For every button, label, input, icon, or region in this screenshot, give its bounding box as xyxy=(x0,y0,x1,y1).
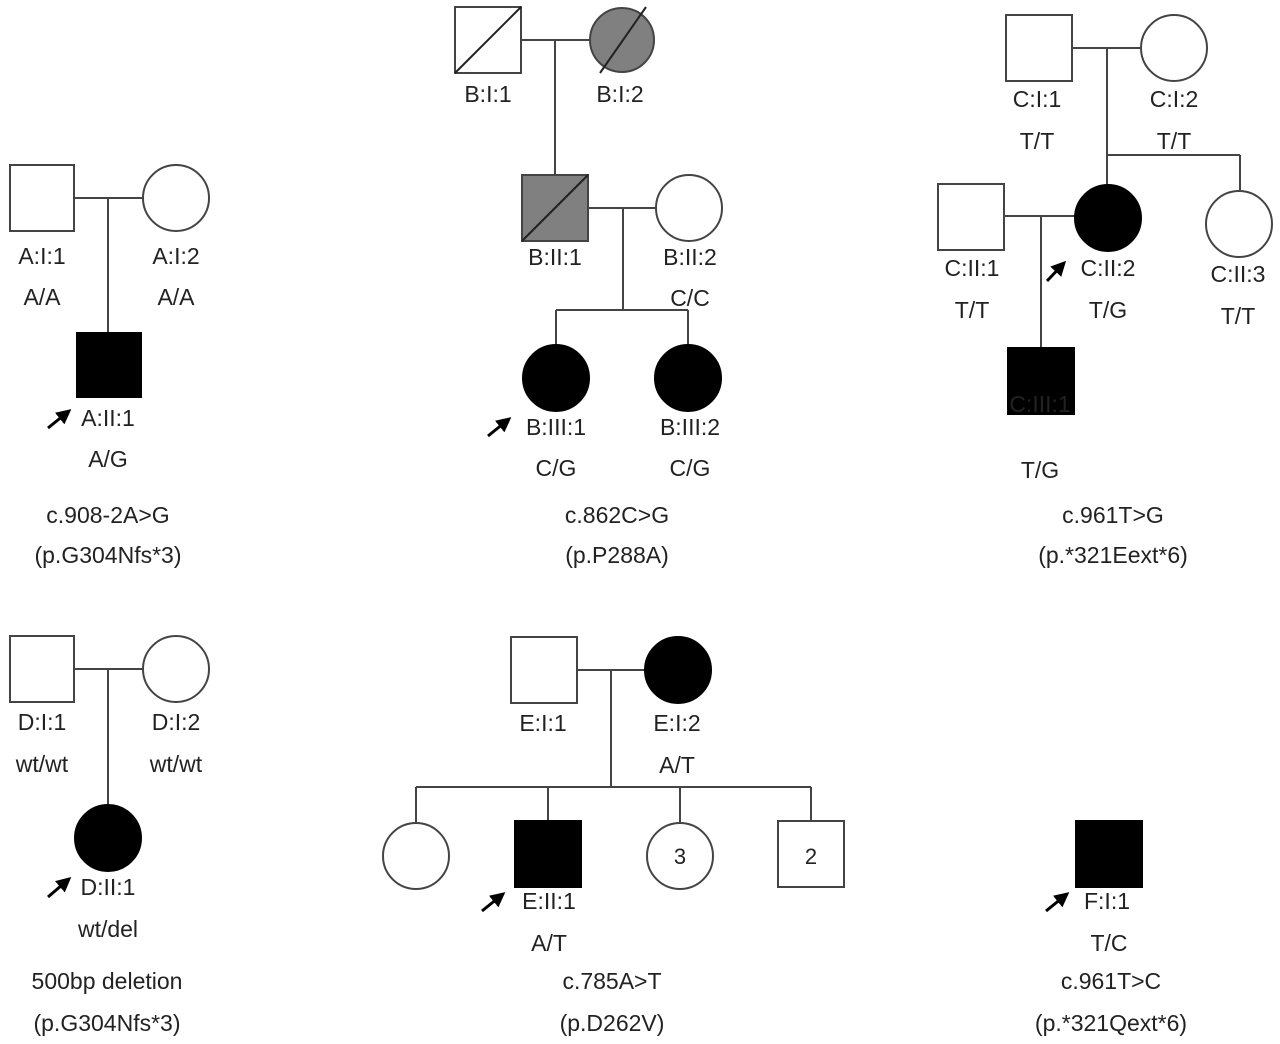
label-id: C:II:3 xyxy=(1211,261,1266,287)
family-d: D:I:1 wt/wt D:I:2 wt/wt D:II:1 wt/del 50… xyxy=(9,635,210,1036)
label-id: C:III:1 xyxy=(1009,391,1070,417)
label-id: E:I:2 xyxy=(653,710,700,736)
family-b: B:I:1 B:I:2 B:II:1 B:II:2 C/C B:III:1 C/… xyxy=(454,6,723,568)
family-e: 3 2 E:I:1 E:I:2 A/T E:II:1 A/T c.785A>T … xyxy=(382,636,845,1036)
label-genotype: A/G xyxy=(88,446,128,472)
variant-label: c.961T>C xyxy=(1061,968,1161,994)
label-genotype: T/T xyxy=(1020,128,1055,154)
label-id: D:I:2 xyxy=(152,709,201,735)
sibling-count: 2 xyxy=(805,844,817,869)
label-genotype: C/G xyxy=(536,455,577,481)
symbol-C-II-1 xyxy=(937,183,1005,251)
label-id: A:II:1 xyxy=(81,405,135,431)
label-genotype: T/C xyxy=(1090,930,1127,956)
proband-arrow xyxy=(481,892,506,913)
symbol-B-III-1 xyxy=(522,344,590,412)
proband-arrow xyxy=(1045,260,1067,283)
proband-arrow xyxy=(47,409,72,430)
label-genotype: T/T xyxy=(955,297,990,323)
label-genotype: A/T xyxy=(659,752,695,778)
label-genotype: A/A xyxy=(23,284,61,310)
label-id: B:II:1 xyxy=(528,244,582,270)
variant-label: c.785A>T xyxy=(562,968,661,994)
label-genotype: T/G xyxy=(1089,297,1127,323)
label-id: B:II:2 xyxy=(663,244,717,270)
symbol-C-II-2 xyxy=(1074,184,1142,252)
proband-arrow xyxy=(47,877,72,899)
variant-label: c.908-2A>G xyxy=(46,502,169,528)
variant-label: c.961T>G xyxy=(1062,502,1164,528)
label-id: B:I:2 xyxy=(596,81,643,107)
symbol-A-I-2 xyxy=(142,164,210,232)
symbol-sibling-female xyxy=(382,822,450,890)
symbol-A-I-1 xyxy=(9,164,75,232)
family-a: A:I:1 A/A A:I:2 A/A A:II:1 A/G c.908-2A>… xyxy=(9,164,210,568)
protein-label: (p.P288A) xyxy=(565,542,669,568)
label-id: C:II:2 xyxy=(1081,255,1136,281)
symbol-E-I-2 xyxy=(644,636,712,704)
label-id: A:I:1 xyxy=(18,243,65,269)
label-id: C:I:2 xyxy=(1150,86,1199,112)
label-id: E:I:1 xyxy=(519,710,566,736)
symbol-C-I-2 xyxy=(1140,14,1208,82)
label-genotype: T/T xyxy=(1157,128,1192,154)
protein-label: (p.*321Qext*6) xyxy=(1035,1010,1187,1036)
symbol-D-I-1 xyxy=(9,635,75,703)
variant-label: c.862C>G xyxy=(565,502,669,528)
label-id: A:I:2 xyxy=(152,243,199,269)
symbol-C-II-3 xyxy=(1205,190,1273,258)
label-genotype: wt/wt xyxy=(15,751,69,777)
label-id: E:II:1 xyxy=(522,888,576,914)
label-genotype: wt/del xyxy=(77,916,138,942)
label-genotype: wt/wt xyxy=(149,751,203,777)
label-id: D:II:1 xyxy=(81,874,136,900)
symbol-C-I-1 xyxy=(1005,14,1073,82)
variant-label: 500bp deletion xyxy=(32,968,183,994)
proband-arrow xyxy=(487,417,512,438)
symbol-E-I-1 xyxy=(510,636,578,704)
protein-label: (p.G304Nfs*3) xyxy=(33,1010,180,1036)
symbol-siblings-female-group xyxy=(646,822,714,890)
deceased-slash xyxy=(454,6,522,74)
label-id: B:III:2 xyxy=(660,414,720,440)
label-genotype: A/T xyxy=(531,930,567,956)
label-genotype: T/G xyxy=(1021,457,1059,483)
symbol-A-II-1 xyxy=(76,332,142,398)
sibling-count: 3 xyxy=(674,844,686,869)
deceased-slash xyxy=(599,6,647,74)
label-id: C:I:1 xyxy=(1013,86,1062,112)
proband-arrow xyxy=(1045,892,1070,913)
deceased-slash xyxy=(521,174,589,242)
label-genotype: C/G xyxy=(670,455,711,481)
symbol-C-III-1 xyxy=(1007,347,1075,415)
symbol-D-I-2 xyxy=(142,635,210,703)
label-id: B:III:1 xyxy=(526,414,586,440)
protein-label: (p.G304Nfs*3) xyxy=(34,542,181,568)
label-id: D:I:1 xyxy=(18,709,67,735)
family-f: F:I:1 T/C c.961T>C (p.*321Qext*6) xyxy=(1035,820,1187,1036)
label-genotype: A/A xyxy=(157,284,195,310)
protein-label: (p.D262V) xyxy=(560,1010,665,1036)
family-c: C:I:1 T/T C:I:2 T/T C:II:1 T/T C:II:2 T/… xyxy=(937,14,1273,568)
symbol-E-II-1 xyxy=(514,820,582,888)
symbol-siblings-male-group xyxy=(777,820,845,888)
symbol-F-I-1 xyxy=(1075,820,1143,888)
label-genotype: T/T xyxy=(1221,303,1256,329)
label-id: B:I:1 xyxy=(464,81,511,107)
symbol-B-III-2 xyxy=(654,344,722,412)
label-genotype: C/C xyxy=(670,285,710,311)
label-id: C:II:1 xyxy=(945,255,1000,281)
symbol-B-II-2 xyxy=(655,174,723,242)
symbol-D-II-1 xyxy=(74,804,142,872)
protein-label: (p.*321Eext*6) xyxy=(1038,542,1188,568)
label-id: F:I:1 xyxy=(1084,888,1130,914)
